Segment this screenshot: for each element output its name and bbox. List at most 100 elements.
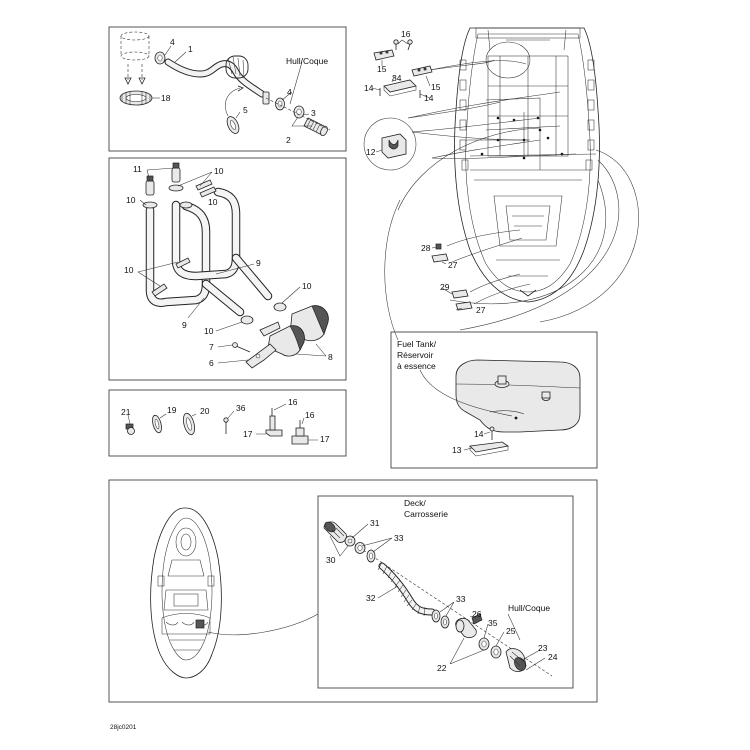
callout-17a: 17	[243, 429, 253, 439]
bracket-15-top	[373, 39, 413, 61]
panel-frame	[108, 479, 598, 703]
panel-vent-tubes: 11 10 10 10 9 10 10 9 10 7 6 8	[108, 157, 347, 381]
callout-15a: 15	[377, 64, 387, 74]
callout-16b: 16	[305, 410, 315, 420]
callout-11: 11	[133, 164, 142, 174]
clamps-33-lower	[431, 609, 450, 629]
ring-26	[471, 613, 483, 625]
callout-34: 34	[392, 73, 402, 83]
label-fuel-tank: Fuel Tank/	[397, 339, 437, 349]
nut-25	[490, 645, 502, 659]
callout-27b: 27	[476, 305, 486, 315]
callout-27a: 27	[448, 260, 458, 270]
tie-clamp-5	[225, 85, 244, 134]
gasket-35	[478, 637, 490, 651]
callout-10e: 10	[204, 326, 214, 336]
panel-frame	[108, 157, 347, 381]
label-hull-coque: Hull/Coque	[286, 56, 328, 66]
tie-20	[182, 412, 196, 436]
callout-10b: 10	[214, 166, 224, 176]
panel-frame	[390, 331, 598, 469]
support-17a	[265, 408, 283, 437]
callout-10a: 10	[126, 195, 136, 205]
vent-tube-9	[145, 187, 273, 317]
label-hull-coque-2: Hull/Coque	[508, 603, 550, 613]
callout-13: 13	[452, 445, 462, 455]
callout-22: 22	[437, 663, 447, 673]
callout-23: 23	[538, 643, 548, 653]
vent-fitting-2	[303, 117, 328, 137]
band-clamp-18	[119, 90, 158, 106]
label-carrosserie: Carrosserie	[404, 509, 448, 519]
panel-fuel-tank: Fuel Tank/ Réservoir à essence 14 13	[390, 331, 598, 469]
callout-33b: 33	[456, 594, 466, 604]
callout-36: 36	[236, 403, 246, 413]
clip-28-27	[431, 243, 449, 263]
callout-26: 26	[472, 609, 482, 619]
panel-filler-hose: 4 1 18 5 4 3 2 Hull/Coque	[108, 26, 347, 152]
callout-4: 4	[170, 37, 175, 47]
bracket-15-right	[411, 65, 433, 77]
callout-12: 12	[366, 147, 376, 157]
callout-14a: 14	[364, 83, 374, 93]
callout-15b: 15	[431, 82, 441, 92]
callout-30: 30	[326, 555, 336, 565]
washer-31	[344, 535, 356, 547]
callout-14: 14	[474, 429, 484, 439]
tie-19	[152, 414, 162, 434]
deck-outline	[150, 507, 222, 679]
callout-1: 1	[188, 44, 193, 54]
hull-outline	[454, 27, 600, 303]
callout-5: 5	[243, 105, 248, 115]
filler-hose-1	[164, 55, 266, 98]
callout-31: 31	[370, 518, 380, 528]
screw-7	[232, 342, 251, 353]
callout-2: 2	[286, 135, 291, 145]
corrugated-hose-32	[377, 561, 436, 617]
callout-33a: 33	[394, 533, 404, 543]
callout-10c: 10	[124, 265, 134, 275]
hose-clamp-4b	[262, 91, 285, 111]
check-valve-11	[145, 162, 181, 196]
callout-16: 16	[401, 29, 411, 39]
panel-deck-overview	[108, 479, 598, 703]
nut-33a	[354, 542, 366, 554]
vent-valve-8	[267, 305, 329, 357]
adapter-22	[455, 618, 477, 638]
fuel-tank-body	[455, 359, 581, 433]
callout-29: 29	[440, 282, 450, 292]
tube-clamps-10	[142, 179, 287, 325]
filler-cup	[120, 31, 150, 85]
callout-17b: 17	[320, 434, 330, 444]
callout-9b: 9	[182, 320, 187, 330]
hose-clamp-4	[154, 45, 172, 65]
screw-36	[223, 417, 229, 434]
callout-28: 28	[421, 243, 431, 253]
callout-8: 8	[328, 352, 333, 362]
panel-frame	[108, 26, 347, 152]
clamp-33b	[366, 549, 376, 563]
block-12	[363, 117, 417, 171]
callout-20: 20	[200, 406, 210, 416]
callout-14b: 14	[424, 93, 434, 103]
callout-10d: 10	[302, 281, 312, 291]
callout-9a: 9	[256, 258, 261, 268]
panel-hardware: 21 19 20 36 16 16 17 17	[108, 389, 347, 457]
callout-16a: 16	[288, 397, 298, 407]
label-reservoir: Réservoir	[397, 350, 434, 360]
callout-24: 24	[548, 652, 558, 662]
callout-35: 35	[488, 618, 498, 628]
support-17b	[291, 420, 309, 445]
callout-3: 3	[311, 108, 316, 118]
hull-top-view: 16 15 34 14 14 15 12 28 27 29 27	[363, 27, 639, 341]
panel-frame	[317, 495, 574, 689]
inlet-23	[505, 648, 527, 672]
rivet-21	[125, 423, 135, 435]
pad-34	[383, 79, 417, 97]
reference-code: 28jc0201	[110, 724, 137, 731]
bracket-6	[245, 321, 281, 369]
callout-7: 7	[209, 342, 214, 352]
callout-18: 18	[161, 93, 171, 103]
